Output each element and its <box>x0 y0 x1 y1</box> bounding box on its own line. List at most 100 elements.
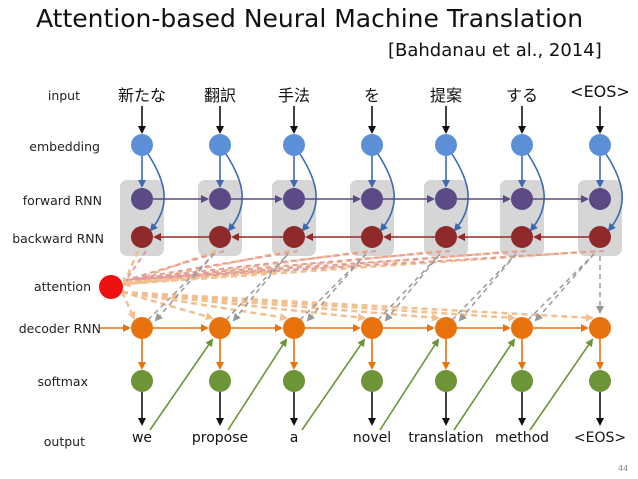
embedding-backward-arrow-4 <box>451 153 469 232</box>
decoder-rnn-node-0 <box>131 317 153 339</box>
input-token-6: <EOS> <box>570 82 630 101</box>
attention-context-arrow-3 <box>306 253 367 322</box>
decoder-attention-feedback-3 <box>299 253 367 321</box>
row-label-attention: attention <box>33 279 91 294</box>
attention-input-arrow-alt-6 <box>125 250 605 281</box>
output-token-5: method <box>494 430 550 446</box>
softmax-node-6 <box>589 370 611 392</box>
embedding-backward-arrow-0 <box>147 153 165 232</box>
embedding-node-6 <box>589 134 611 156</box>
decoder-rnn-node-4 <box>435 317 457 339</box>
output-token-6: <EOS> <box>573 430 627 446</box>
citation: [Bahdanau et al., 2014] <box>388 40 602 61</box>
attention-input-arrow-alt-3 <box>125 250 377 281</box>
output-feedback-arrow-3 <box>379 338 440 431</box>
softmax-node-0 <box>131 370 153 392</box>
backward-rnn-node-4 <box>435 226 457 248</box>
embedding-node-2 <box>283 134 305 156</box>
attention-context-arrow-5 <box>458 253 517 322</box>
attention-output-arrow-1 <box>121 290 214 321</box>
decoder-rnn-node-2 <box>283 317 305 339</box>
embedding-backward-arrow-1 <box>225 153 243 232</box>
input-token-0: 新たな <box>117 86 167 105</box>
decoder-attention-feedback-5 <box>451 253 517 321</box>
embedding-backward-arrow-6 <box>605 153 623 232</box>
page-number: 44 <box>618 464 629 473</box>
decoder-attention-feedback-1 <box>147 253 215 321</box>
attention-output-arrow-6 <box>121 290 594 322</box>
attention-input-arrow-0 <box>122 250 140 286</box>
backward-rnn-node-1 <box>209 226 231 248</box>
embedding-node-4 <box>435 134 457 156</box>
forward-rnn-node-5 <box>511 188 533 210</box>
attention-input-arrow-4 <box>122 249 443 288</box>
attention-context-arrow-6 <box>534 253 595 322</box>
embedding-node-1 <box>209 134 231 156</box>
output-token-1: propose <box>191 430 249 446</box>
embedding-backward-arrow-2 <box>299 153 317 232</box>
embedding-backward-arrow-5 <box>527 153 545 232</box>
input-token-4: 提案 <box>429 86 463 105</box>
forward-rnn-node-6 <box>589 188 611 210</box>
embedding-node-0 <box>131 134 153 156</box>
attention-output-arrow-3 <box>121 290 366 322</box>
output-feedback-arrow-0 <box>149 338 214 431</box>
row-label-softmax: softmax <box>37 374 88 389</box>
backward-rnn-node-2 <box>283 226 305 248</box>
input-token-1: 翻訳 <box>203 86 237 105</box>
attention-output-arrow-2 <box>121 290 288 322</box>
row-label-decoder-rnn: decoder RNN <box>18 321 101 336</box>
row-label-input: input <box>47 88 80 103</box>
input-token-5: する <box>505 86 539 105</box>
output-token-2: a <box>289 430 299 446</box>
backward-rnn-node-6 <box>589 226 611 248</box>
backward-rnn-node-0 <box>131 226 153 248</box>
row-label-backward-rnn: backward RNN <box>12 231 104 246</box>
output-feedback-arrow-1 <box>227 338 288 431</box>
forward-rnn-node-3 <box>361 188 383 210</box>
decoder-rnn-node-5 <box>511 317 533 339</box>
output-feedback-arrow-2 <box>301 338 366 431</box>
decoder-attention-feedback-4 <box>377 253 441 321</box>
backward-rnn-node-3 <box>361 226 383 248</box>
output-feedback-arrow-4 <box>453 338 516 431</box>
row-label-output: output <box>43 434 85 449</box>
attention-context-arrow-2 <box>232 253 289 322</box>
softmax-node-5 <box>511 370 533 392</box>
attention-input-arrow-alt-0 <box>125 250 147 281</box>
attention-context-arrow-1 <box>154 253 215 322</box>
attention-output-arrow-0 <box>120 291 136 320</box>
softmax-node-2 <box>283 370 305 392</box>
row-label-forward-rnn: forward RNN <box>22 193 102 208</box>
embedding-node-3 <box>361 134 383 156</box>
forward-rnn-node-1 <box>209 188 231 210</box>
forward-rnn-node-2 <box>283 188 305 210</box>
row-label-embedding: embedding <box>29 139 100 154</box>
attention-node <box>99 275 123 299</box>
softmax-node-3 <box>361 370 383 392</box>
output-token-0: we <box>131 430 153 446</box>
attention-input-arrow-6 <box>122 249 597 288</box>
output-token-4: translation <box>408 430 484 446</box>
input-token-3: を <box>363 86 381 105</box>
output-feedback-arrow-5 <box>529 338 594 431</box>
softmax-node-4 <box>435 370 457 392</box>
decoder-rnn-node-1 <box>209 317 231 339</box>
attention-input-arrow-alt-2 <box>125 250 299 281</box>
decoder-attention-feedback-2 <box>225 253 289 321</box>
attention-input-arrow-alt-1 <box>125 250 225 281</box>
decoder-rnn-node-6 <box>589 317 611 339</box>
attention-output-arrow-5 <box>121 290 516 322</box>
output-token-3: novel <box>352 430 392 446</box>
embedding-node-5 <box>511 134 533 156</box>
forward-rnn-node-0 <box>131 188 153 210</box>
input-token-2: 手法 <box>277 86 311 105</box>
forward-rnn-node-4 <box>435 188 457 210</box>
decoder-attention-feedback-6 <box>527 253 595 321</box>
backward-rnn-node-5 <box>511 226 533 248</box>
softmax-node-1 <box>209 370 231 392</box>
embedding-backward-arrow-3 <box>377 153 395 232</box>
slide-title: Attention-based Neural Machine Translati… <box>36 4 584 33</box>
